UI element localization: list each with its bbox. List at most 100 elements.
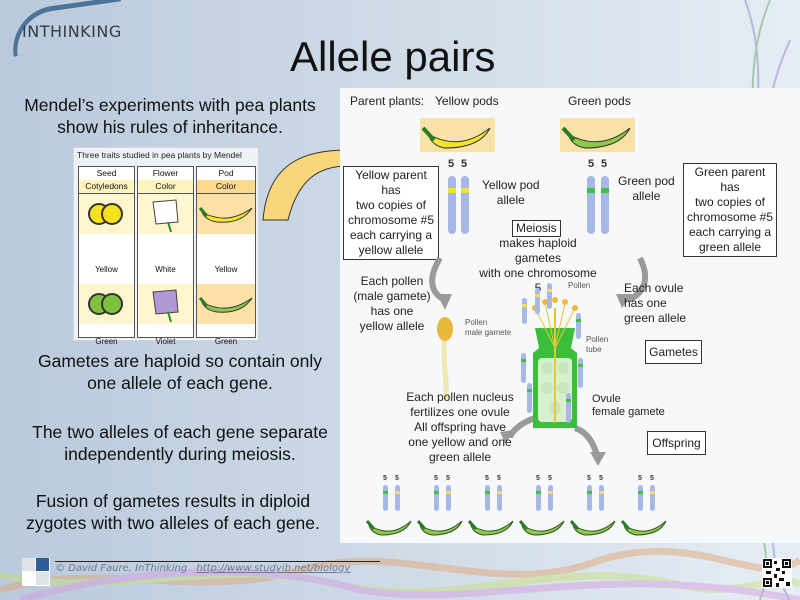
text-line: zygotes with two alleles of each gene. [26,513,320,533]
text-line: makes haploid gametes [499,236,577,265]
green-parent-box: Green parent has two copies of chromosom… [683,163,777,257]
trait-value: White [155,265,176,274]
pollen-male-gamete-label: Pollen male gamete [465,318,511,338]
offspring-box: Offspring [647,431,706,455]
white-flower-image [138,194,193,234]
text-line: allele [632,189,661,203]
trait-table: Three traits studied in pea plants by Me… [73,147,259,346]
text-line: two copies of [694,195,766,209]
trait-value: Green [95,337,118,346]
footer-logo-squares [22,558,50,586]
text-line: Pollen [465,318,488,327]
chromosome [448,176,456,234]
point-meiosis: The two alleles of each gene separate in… [10,421,350,465]
chromosome-number: 5 [448,158,455,170]
footer-divider [55,561,380,562]
trait-column-pod: Pod Color Yellow Green [196,166,256,346]
chromosome-green-allele [434,485,439,511]
chromosome-number: 5 [434,475,438,482]
pollen-grain-icon [437,317,453,402]
flow-arrows [429,256,649,466]
chromosome [461,176,469,234]
chromosome-green-allele [587,485,592,511]
text-line: The two alleles of each gene separate [32,422,328,442]
chromosome-green-allele [638,485,643,511]
column-subheader: Color [197,180,255,194]
chromosome-number: 5 [638,475,642,482]
gamete-chromosome [535,288,540,314]
footer-credit: © David Faure, InThinking http://www.stu… [55,563,350,574]
text-line: Each pollen nucleus [406,390,514,404]
chromosome-number: 5 [587,475,591,482]
gamete-chromosome [578,358,583,388]
column-header: Seed [96,168,117,178]
website-link[interactable]: http://www.studyib.net/biology [196,563,351,574]
text-line: Green parent has [694,165,766,194]
intro-text: Mendel’s experiments with pea plants sho… [10,94,330,138]
chromosome-number: 5 [601,158,608,170]
text-line: Each pollen [360,274,424,288]
text-line: green allele [428,450,492,464]
inheritance-diagram: Parent plants: Yellow pods Green pods 5 … [340,88,800,543]
chromosome-yellow-allele [497,485,502,511]
pollen-description: Each pollen (male gamete) has one yellow… [352,274,432,334]
logo: INTHINKING [22,22,122,41]
meiosis-box: Meiosis [512,220,561,237]
yellow-parent-box: Yellow parent has two copies of chromoso… [343,166,439,260]
text-line: (male gamete) [353,289,431,303]
chromosome-number: 5 [548,475,552,482]
yellow-pod-image [197,194,255,234]
text-line: one yellow and one [408,435,512,449]
chromosome [587,176,595,234]
chromosome-green-allele [485,485,490,511]
credit-text: © David Faure, InThinking [55,563,188,574]
text-line: yellow allele [359,319,425,333]
qr-code-icon[interactable] [762,558,792,588]
green-pod-icon [620,520,667,536]
trait-value: Green [214,337,238,346]
gamete-chromosome [576,313,581,339]
text-line: female gamete [592,406,665,418]
text-line: independently during meiosis. [64,444,296,464]
fertilization-description: Each pollen nucleus fertilizes one ovule… [390,390,530,465]
trait-column-flower: Flower Color White Violet [137,166,194,346]
text-line: Fusion of gametes results in diploid [35,491,311,511]
pollen-tube-label: Pollen tube [586,335,608,355]
text-line: one allele of each gene. [87,373,273,393]
trait-value: Violet [155,337,176,346]
trait-table-caption: Three traits studied in pea plants by Me… [77,150,242,160]
chromosome-yellow-allele [599,485,604,511]
text-line: Yellow parent has [355,168,427,197]
gamete-chromosome [547,283,552,309]
text-line: has one [624,296,667,310]
point-gametes: Gametes are haploid so contain only one … [15,350,345,394]
text-line: male gamete [465,328,512,337]
page-title: Allele pairs [290,33,496,80]
green-pod-icon [467,520,514,536]
yellow-parent-pod [420,118,495,152]
column-subheader: Cotyledons [79,180,134,194]
pollen-small-label: Pollen [568,281,591,290]
text-line: yellow allele [358,243,424,257]
green-seed-image [79,284,134,324]
text-line: chromosome #5 [686,210,774,224]
pistil-illustration [532,297,578,428]
chromosome-number: 5 [485,475,489,482]
gamete-chromosome [566,393,571,423]
text-line: All offspring have [414,420,506,434]
text-line: green allele [698,240,762,254]
trait-value: Yellow [95,265,118,274]
point-fusion: Fusion of gametes results in diploid zyg… [8,490,338,534]
text-line: Pollen [586,335,609,344]
text-line: two copies of [355,198,427,212]
violet-flower-image [138,284,193,324]
ovule-female-gamete-label: Ovule female gamete [592,393,665,419]
column-header: Flower [152,168,179,178]
parent-plants-label: Parent plants: [350,94,425,108]
text-line: Gametes are haploid so contain only [37,351,323,371]
text-line: Green pod [618,174,675,188]
